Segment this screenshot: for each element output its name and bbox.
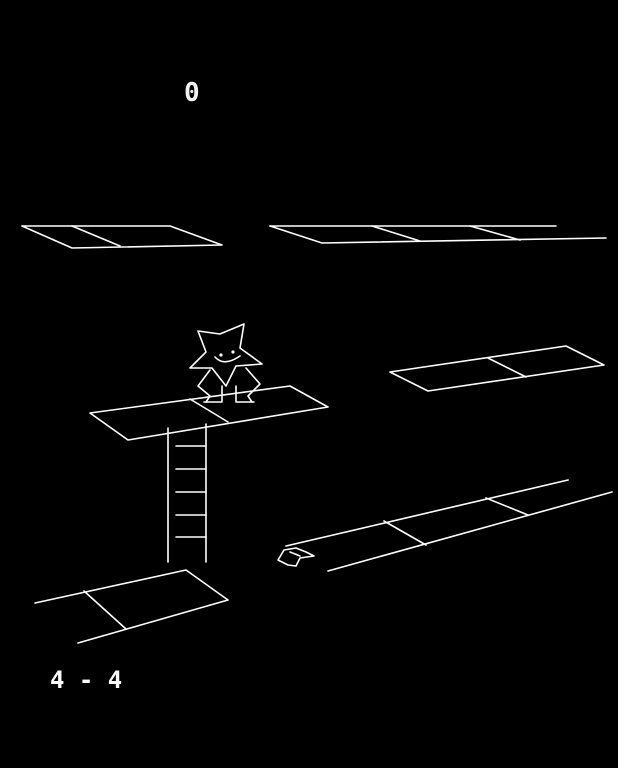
- platform-bottom-right: [285, 479, 613, 572]
- platform-top-right: [269, 225, 607, 244]
- platform-middle-right: [389, 345, 605, 392]
- pickup-item-icon[interactable]: [277, 547, 315, 567]
- platform-center: [89, 385, 329, 441]
- level-indicator: 4 - 4: [50, 666, 123, 694]
- platform-bottom-left: [34, 569, 229, 644]
- ladder: [167, 423, 207, 563]
- score-counter: 0: [184, 78, 200, 108]
- star-character-icon: [189, 323, 263, 403]
- platform-top-left: [21, 225, 223, 249]
